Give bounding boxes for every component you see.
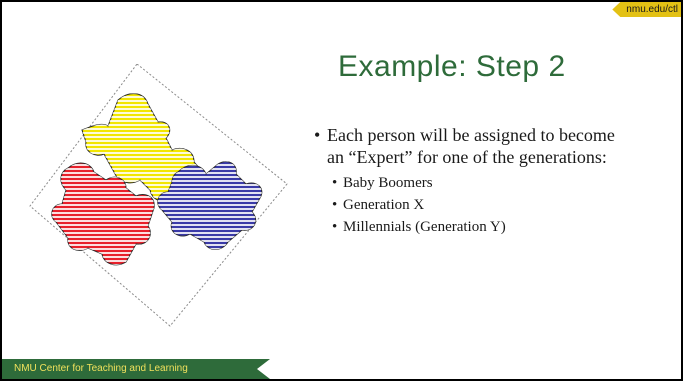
url-tab[interactable]: nmu.edu/ctl bbox=[612, 2, 681, 17]
puzzle-illustration bbox=[29, 64, 288, 327]
dashed-outline bbox=[29, 64, 288, 327]
footer-bar: NMU Center for Teaching and Learning bbox=[2, 359, 270, 379]
sub-bullet-baby-boomers: Baby Boomers bbox=[314, 172, 634, 194]
red-piece-overlay bbox=[51, 163, 155, 265]
sub-bullet-millennials: Millennials (Generation Y) bbox=[314, 216, 634, 238]
main-bullet: Each person will be assigned to become a… bbox=[314, 124, 634, 168]
sub-bullet-list: Baby Boomers Generation X Millennials (G… bbox=[314, 172, 634, 238]
slide-content: Each person will be assigned to become a… bbox=[314, 124, 634, 238]
footer-text: NMU Center for Teaching and Learning bbox=[14, 363, 188, 374]
sub-bullet-generation-x: Generation X bbox=[314, 194, 634, 216]
blue-piece-overlay bbox=[157, 161, 262, 250]
slide-title: Example: Step 2 bbox=[338, 50, 566, 83]
